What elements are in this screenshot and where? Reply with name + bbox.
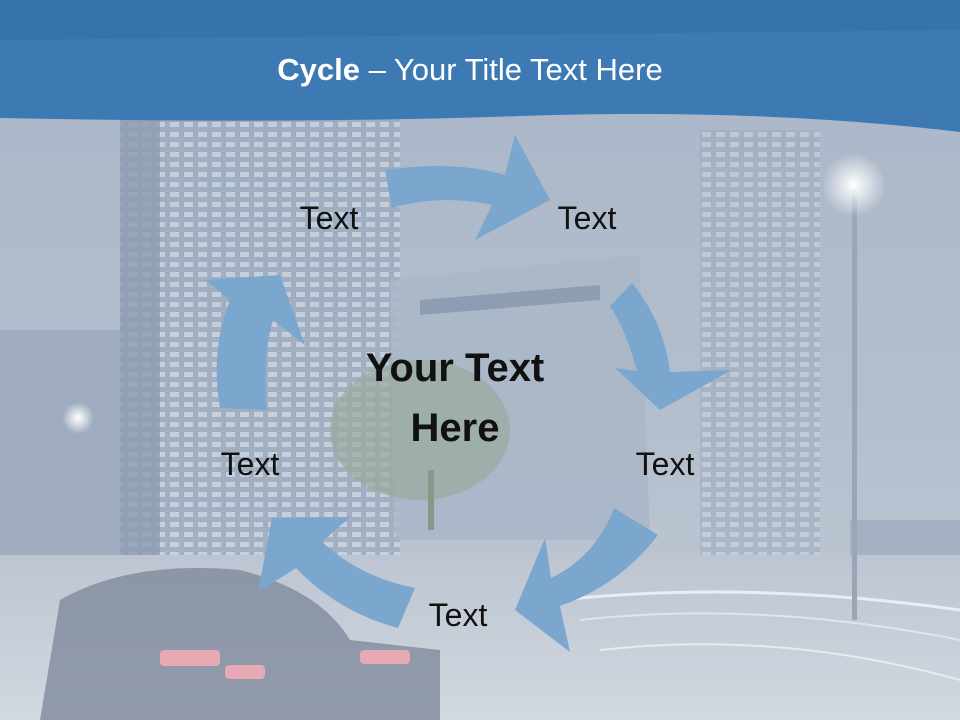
- office-tower-right: [700, 130, 820, 560]
- center-text: Your Text Here: [335, 338, 575, 458]
- center-text-line2: Here: [410, 406, 500, 450]
- cycle-label-top-right: Text: [557, 200, 617, 236]
- cycle-label-left: Text: [220, 446, 280, 482]
- cycle-label-bottom: Text: [428, 597, 488, 633]
- cycle-arrow-right: [610, 283, 732, 410]
- cycle-label-right: Text: [635, 446, 695, 482]
- slide-title-bold: Cycle: [277, 52, 360, 87]
- center-text-line1: Your Text: [365, 346, 545, 390]
- tree: [330, 360, 510, 500]
- cycle-arrow-bottom-left: [258, 517, 415, 628]
- cycle-arrow-top: [385, 135, 550, 240]
- cycle-arrow-bottom-right: [515, 508, 658, 652]
- cycle-arrow-left: [205, 275, 305, 410]
- slide-title-rest: – Your Title Text Here: [360, 52, 663, 87]
- tail-light: [160, 650, 220, 666]
- street-lamp: [852, 190, 857, 620]
- cycle-label-top-left: Text: [299, 200, 359, 236]
- car: [40, 568, 440, 720]
- slide-title: Cycle – Your Title Text Here: [0, 52, 940, 88]
